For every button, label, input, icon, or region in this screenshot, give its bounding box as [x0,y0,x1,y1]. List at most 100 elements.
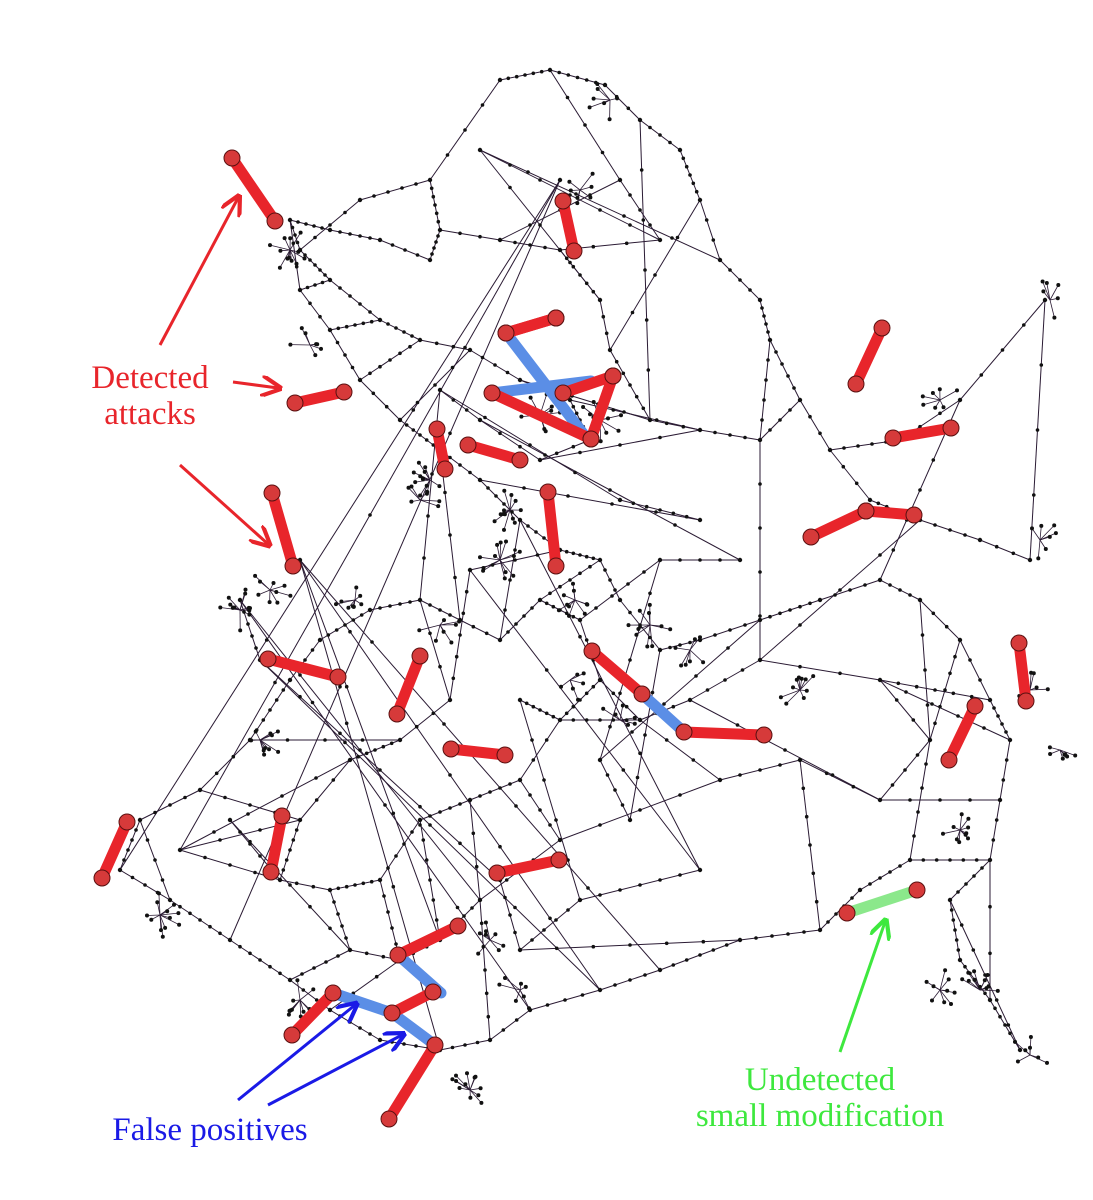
graph-node [522,614,526,618]
leaf-node [582,611,587,616]
detected-label-line-2: attacks [104,396,196,432]
graph-node [566,73,571,77]
graph-node [956,890,960,894]
graph-node [948,528,952,532]
graph-node [426,514,430,518]
graph-node [620,803,625,807]
detected-attack-edge-end [942,419,960,437]
graph-node [758,526,762,530]
undetected-edge [841,884,923,919]
graph-node [348,629,352,634]
graph-node [788,608,792,612]
graph-node [294,264,299,269]
detected-attack-edge-end [497,324,515,342]
graph-node [953,928,957,932]
leaf-node [632,715,637,720]
graph-edge [979,539,1031,561]
leaf-node [683,662,688,667]
leaf-edge [259,731,279,741]
leaf-edge [569,181,581,191]
graph-node [391,811,396,816]
graph-node [628,978,632,982]
graph-node [994,818,999,822]
graph-node [644,504,649,509]
graph-node [524,701,529,706]
graph-node [602,82,608,88]
leaf-edge [799,675,814,691]
graph-node [358,302,362,306]
graph-node [644,318,649,322]
detected-attack-edge-end [259,650,277,668]
graph-node [724,943,729,947]
graph-node [381,954,386,959]
graph-node [938,798,942,802]
graph-node [383,803,387,807]
graph-node [353,323,357,327]
graph-node [694,674,698,678]
graph-node [964,882,968,886]
graph-edge [439,389,481,421]
graph-node [505,370,510,375]
graph-node [377,877,383,883]
leaf-edge [646,624,651,647]
leaf-edge [291,999,301,1011]
leaf-node [1052,315,1057,320]
graph-node [757,657,763,663]
leaf-node [339,599,344,604]
graph-node [578,571,582,576]
graph-node [628,610,632,615]
graph-node [603,568,607,572]
graph-node [959,923,964,927]
leaf-node [263,746,267,751]
leaf-edge [489,939,500,951]
graph-edge [479,419,541,461]
leaf-node [581,671,586,676]
leaf-node [1040,279,1045,284]
graph-node [542,536,546,540]
leaf-node [571,581,575,586]
graph-node [451,398,456,402]
graph-node [223,795,227,800]
graph-node [938,411,942,416]
graph-node [340,924,344,928]
graph-node [528,223,532,227]
graph-node [327,1007,333,1013]
graph-node [598,208,602,212]
graph-node [458,463,462,467]
graph-node [471,624,476,629]
leaf-node [570,686,575,691]
graph-node [390,243,395,247]
graph-node [624,241,629,246]
graph-node [338,731,342,736]
graph-node [497,637,503,643]
leaf-node [155,900,160,905]
graph-node [526,524,530,528]
graph-node [1017,1047,1023,1053]
leaf-node [1043,547,1048,551]
graph-node [478,234,482,239]
graph-node [348,232,352,236]
graph-node [954,938,959,942]
graph-node [934,858,939,862]
leaf-node [930,391,935,395]
leaf-edge [269,585,285,591]
graph-node [311,884,316,889]
leaf-edge [579,189,591,198]
graph-node [320,280,325,285]
detected-attack-edge-end [388,705,406,723]
graph-node [408,344,412,349]
graph-node [258,854,262,858]
leaf-edge [939,970,946,991]
graph-node [597,557,603,563]
graph-node [434,918,439,922]
graph-node [429,186,434,191]
graph-node [463,345,467,350]
leaf-edge [1039,525,1042,541]
graph-node [646,368,651,372]
graph-node [1000,722,1004,726]
graph-node [467,567,473,573]
leaf-node [358,593,363,598]
graph-node [577,617,583,623]
graph-node [671,963,676,967]
graph-edge [519,719,561,781]
